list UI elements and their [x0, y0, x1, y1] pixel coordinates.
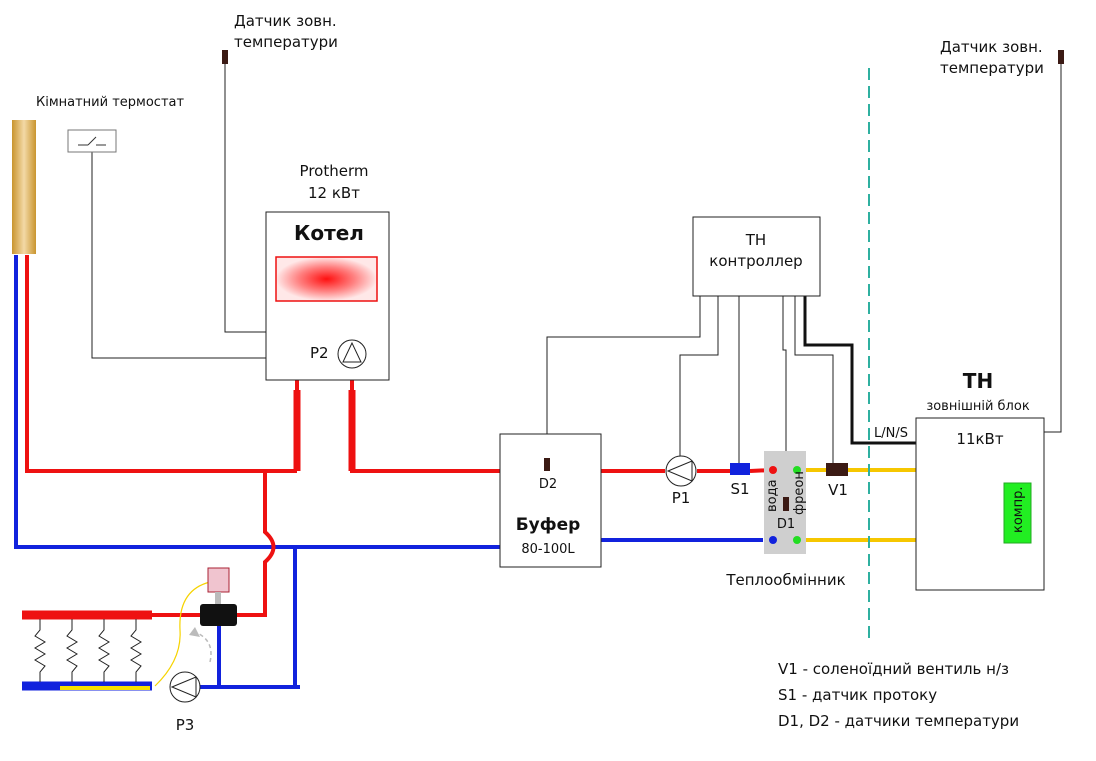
freon-port-bottom	[793, 536, 801, 544]
legend-d1-d2: D1, D2 - датчики температури	[778, 712, 1019, 730]
legend-s1: S1 - датчик протоку	[778, 686, 937, 704]
valve-actuator-icon	[207, 567, 230, 593]
outdoor-unit-power: 11кВт	[956, 430, 1003, 448]
switch-icon	[78, 136, 106, 146]
temperature-sensor-d1-icon	[783, 497, 789, 511]
sensor-d2-label: D2	[539, 477, 557, 492]
sensor-right-line2: температури	[940, 59, 1044, 77]
buffer-title: Буфер	[516, 515, 581, 535]
outdoor-sensor-right-icon	[1058, 50, 1064, 64]
sensor-left-line1: Датчик зовн.	[234, 12, 337, 30]
water-inlet-dot	[769, 466, 777, 474]
pump-p1-icon[interactable]	[665, 455, 697, 487]
hx-water-label: вода	[765, 479, 780, 512]
sensor-right-line1: Датчик зовн.	[940, 38, 1043, 56]
legend-v1: V1 - соленоїдний вентиль н/з	[778, 660, 1009, 678]
radiator-coils	[34, 619, 142, 682]
boiler-title: Котел	[294, 221, 364, 245]
burner-flame	[275, 256, 378, 302]
recirculation-arrow-icon	[194, 631, 212, 663]
boiler-brand: Protherm	[300, 162, 369, 180]
actuator-cable	[154, 581, 211, 687]
heat-exchanger-label: Теплообмінник	[725, 571, 845, 589]
solenoid-valve-v1-icon	[826, 463, 848, 476]
hot-pipes	[25, 255, 773, 617]
signal-wires	[91, 60, 1062, 500]
compressor	[1003, 482, 1032, 544]
room-thermostat-label: Кімнатний термостат	[36, 95, 184, 110]
radiator-panel	[12, 120, 36, 254]
hp-controller[interactable]	[692, 216, 821, 297]
power-cable	[803, 296, 918, 445]
buffer-tank[interactable]	[499, 433, 602, 568]
outdoor-unit-title: ТН	[963, 369, 993, 393]
outdoor-unit-subtitle: зовнішній блок	[926, 399, 1030, 414]
boiler-power: 12 кВт	[308, 184, 360, 202]
sensor-d1-label: D1	[777, 517, 795, 532]
pump-p3-label: P3	[176, 716, 195, 734]
hp-controller-line1: ТН	[745, 231, 766, 249]
water-outlet-dot	[769, 536, 777, 544]
freon-port-top	[793, 466, 801, 474]
outdoor-sensor-left-icon	[222, 50, 228, 64]
mixing-valve-icon[interactable]	[200, 604, 237, 626]
flow-sensor-s1-icon	[730, 463, 750, 475]
compressor-label: компр.	[1011, 487, 1026, 534]
pump-p1-label: P1	[672, 489, 691, 507]
pump-p3-icon[interactable]	[169, 671, 201, 703]
cold-pipes	[14, 255, 763, 689]
temperature-sensor-d2-icon	[544, 458, 550, 471]
valve-v1-label: V1	[828, 481, 848, 499]
flow-sensor-s1-label: S1	[730, 480, 749, 498]
hp-controller-line2: контроллер	[709, 252, 802, 270]
sensor-left-line2: температури	[234, 33, 338, 51]
pump-p2-label: P2	[310, 344, 329, 362]
hx-freon-label: фреон	[792, 471, 807, 515]
buffer-volume: 80-100L	[521, 542, 575, 557]
pump-p2-icon[interactable]	[337, 339, 367, 369]
power-line-label: L/N/S	[874, 426, 908, 441]
